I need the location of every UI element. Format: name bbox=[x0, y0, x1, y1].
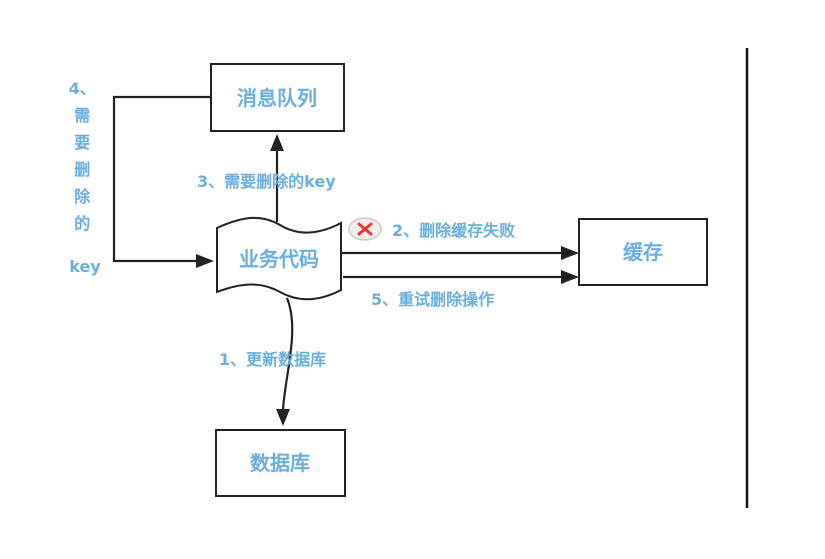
edge-queue-to-code-line-7: key bbox=[69, 257, 101, 276]
edge-retry-delete: 5、重试删除操作 bbox=[343, 270, 579, 309]
edge-key-to-queue: 3、需要删除的key bbox=[197, 134, 336, 222]
database-label: 数据库 bbox=[250, 451, 310, 475]
arrow-head-right bbox=[561, 246, 579, 260]
edge-queue-to-code-label: 4、 需 要 删 除 的 key bbox=[69, 79, 102, 276]
arrow-head-right bbox=[561, 270, 579, 284]
edge-queue-to-code-line-2: 需 bbox=[74, 106, 90, 125]
business-code-label: 业务代码 bbox=[239, 247, 319, 271]
edge-retry-delete-label: 5、重试删除操作 bbox=[371, 290, 494, 309]
arrow-head-up bbox=[270, 134, 284, 151]
edge-queue-to-code-line-4: 删 bbox=[74, 160, 90, 179]
edge-queue-to-code-line-6: 的 bbox=[74, 214, 90, 233]
arrow-head-right bbox=[196, 254, 214, 268]
edge-key-to-queue-label: 3、需要删除的key bbox=[197, 172, 336, 191]
message-queue-label: 消息队列 bbox=[237, 86, 317, 110]
arrow-head-down bbox=[276, 409, 290, 426]
edge-delete-cache-failed: 2、删除缓存失败 bbox=[341, 217, 579, 260]
x-in-circle-icon bbox=[348, 217, 382, 241]
edge-queue-to-code-line-3: 要 bbox=[74, 133, 90, 152]
edge-queue-to-code: 4、 需 要 删 除 的 key bbox=[69, 79, 214, 276]
edge-queue-to-code-line-1: 4、 bbox=[69, 79, 96, 98]
message-queue-node: 消息队列 bbox=[210, 63, 345, 132]
cache-label: 缓存 bbox=[623, 240, 663, 264]
edge-update-database-label: 1、更新数据库 bbox=[219, 350, 326, 369]
edge-delete-cache-failed-label: 2、删除缓存失败 bbox=[392, 221, 515, 240]
edge-queue-to-code-line-5: 除 bbox=[74, 187, 91, 206]
edge-update-database: 1、更新数据库 bbox=[219, 297, 326, 426]
business-code-node: 业务代码 bbox=[216, 216, 342, 301]
cache-node: 缓存 bbox=[578, 218, 708, 286]
database-node: 数据库 bbox=[215, 429, 346, 497]
